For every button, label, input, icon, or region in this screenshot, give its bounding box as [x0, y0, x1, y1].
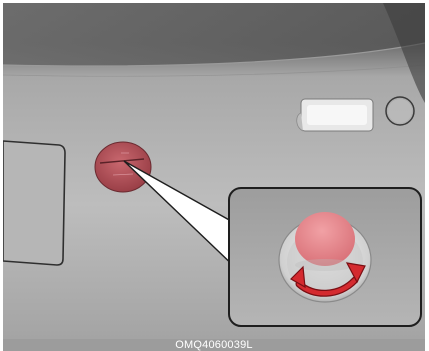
figure-caption: OMQ4060039L: [3, 339, 425, 351]
side-cover-panel: [3, 141, 65, 265]
zoom-detail-box: [229, 188, 421, 326]
illustration-frame: [3, 3, 425, 339]
latch-handle: [297, 99, 373, 131]
trunk-panel-illustration: [3, 3, 425, 339]
caption-bar: OMQ4060039L: [3, 339, 425, 351]
cap-detail: [295, 212, 355, 266]
red-cap: [95, 142, 151, 192]
